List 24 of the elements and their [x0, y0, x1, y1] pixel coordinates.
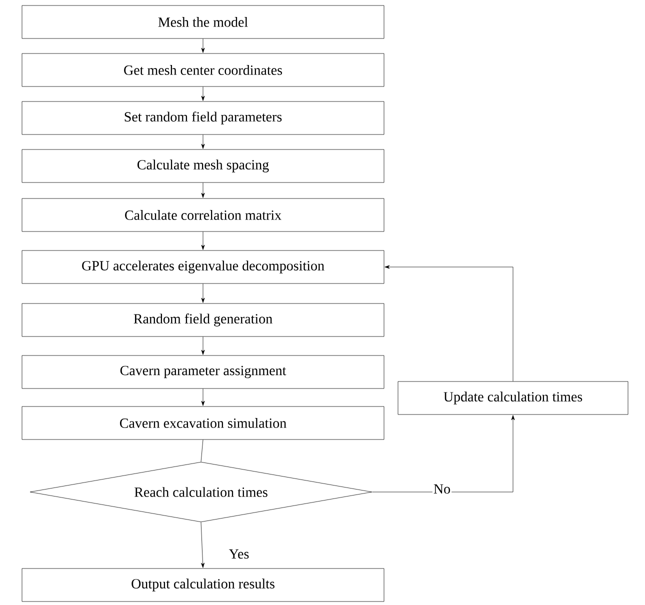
- arrow: [201, 336, 205, 355]
- arrow: [201, 134, 205, 149]
- edge-label: No: [432, 483, 452, 495]
- process-box: Set random field parameters: [22, 101, 384, 135]
- arrow: [201, 182, 205, 198]
- arrow: [201, 284, 205, 303]
- arrow: [200, 522, 205, 568]
- process-box: Cavern parameter assignment: [22, 355, 384, 389]
- arrow: [384, 265, 514, 382]
- arrow: [201, 38, 205, 53]
- process-box: Get mesh center coordinates: [22, 53, 384, 87]
- process-box: Mesh the model: [22, 5, 384, 39]
- process-box: Calculate mesh spacing: [22, 149, 384, 183]
- process-box: GPU accelerates eigenvalue decomposition: [22, 250, 384, 284]
- process-box: Random field generation: [22, 303, 384, 337]
- process-box: Cavern excavation simulation: [22, 406, 384, 440]
- arrow: [201, 86, 205, 101]
- process-box: Calculate correlation matrix: [22, 198, 384, 232]
- process-box: Update calculation times: [398, 381, 628, 415]
- process-box: Output calculation results: [22, 568, 384, 602]
- arrow: [372, 415, 515, 492]
- arrow: [201, 388, 205, 406]
- arrow: [201, 232, 205, 250]
- edge-label: Yes: [228, 548, 250, 560]
